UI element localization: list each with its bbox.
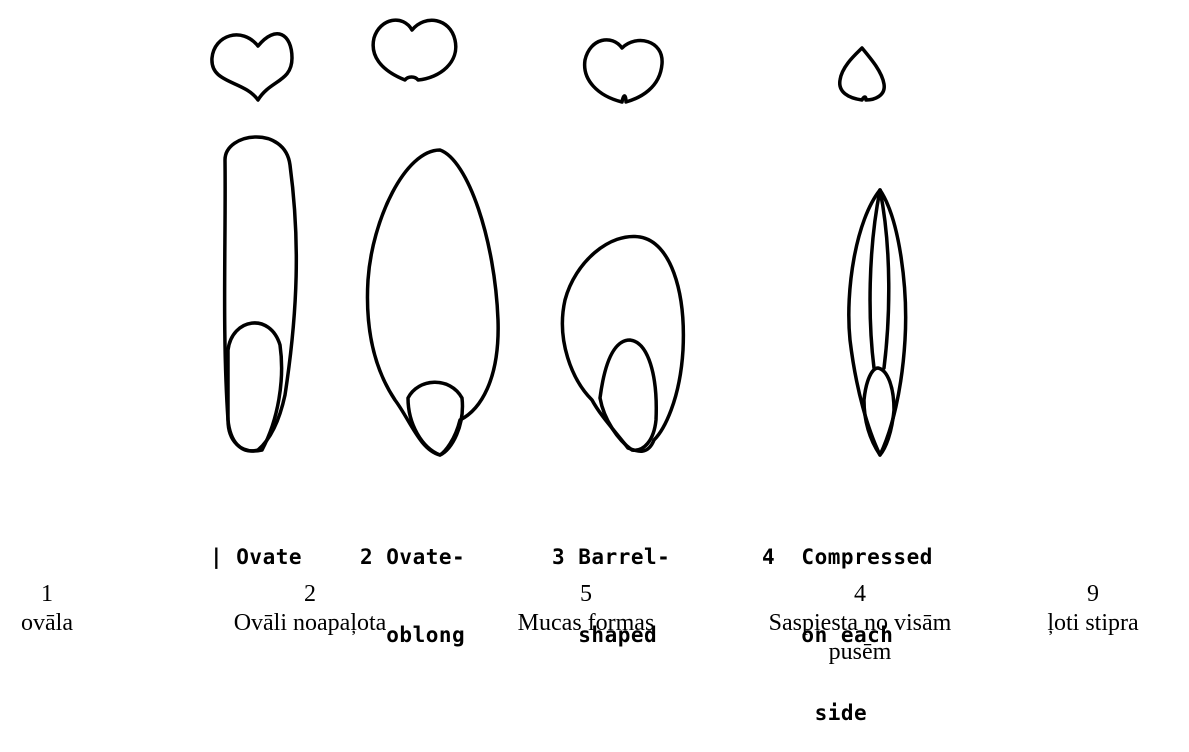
- caption-number: 5: [471, 580, 701, 609]
- caption-number: 4: [745, 580, 975, 609]
- caption-4: 4 Saspiesta no visām pusēm: [745, 580, 975, 667]
- grain-4-cross-section: [840, 48, 884, 100]
- grain-1-cross-section: [212, 34, 292, 100]
- grain-4-germ: [864, 368, 894, 455]
- grain-3-outline: [562, 236, 683, 451]
- caption-text: ovāla: [0, 609, 162, 638]
- grain-3-cross-section: [585, 40, 662, 102]
- grain-3-barrel-shaped: [562, 40, 683, 451]
- caption-text: Ovāli noapaļota: [195, 609, 425, 638]
- grain-2-germ: [408, 382, 462, 455]
- grain-4-center-line-right: [880, 190, 889, 368]
- figure-label-line: side: [762, 700, 933, 726]
- caption-2: 2 Ovāli noapaļota: [195, 580, 425, 638]
- caption-text: ļoti stipra: [998, 609, 1188, 638]
- caption-number: 1: [0, 580, 162, 609]
- grain-1-outline: [225, 137, 297, 451]
- grain-4-compressed: [840, 48, 906, 455]
- caption-number: 2: [195, 580, 425, 609]
- grain-1-ovate: [212, 34, 296, 451]
- figure-label-line: 4 Compressed: [762, 544, 933, 570]
- caption-1: 1 ovāla: [0, 580, 162, 638]
- caption-text: Saspiesta no visām pusēm: [745, 609, 975, 667]
- grain-3-germ: [600, 340, 656, 450]
- figure-label-line: | Ovate: [210, 544, 302, 570]
- figure-label-line: 3 Barrel-: [552, 544, 670, 570]
- caption-5: 9 ļoti stipra: [998, 580, 1188, 638]
- caption-text: Mucas formas: [471, 609, 701, 638]
- caption-3: 5 Mucas formas: [471, 580, 701, 638]
- grain-4-center-line-left: [870, 190, 880, 368]
- figure-label-line: 2 Ovate-: [360, 544, 465, 570]
- grain-2-cross-section: [373, 20, 456, 80]
- grain-4-outline: [849, 190, 906, 455]
- grain-2-outline: [367, 150, 498, 455]
- caption-number: 9: [998, 580, 1188, 609]
- grain-2-ovate-oblong: [367, 20, 498, 455]
